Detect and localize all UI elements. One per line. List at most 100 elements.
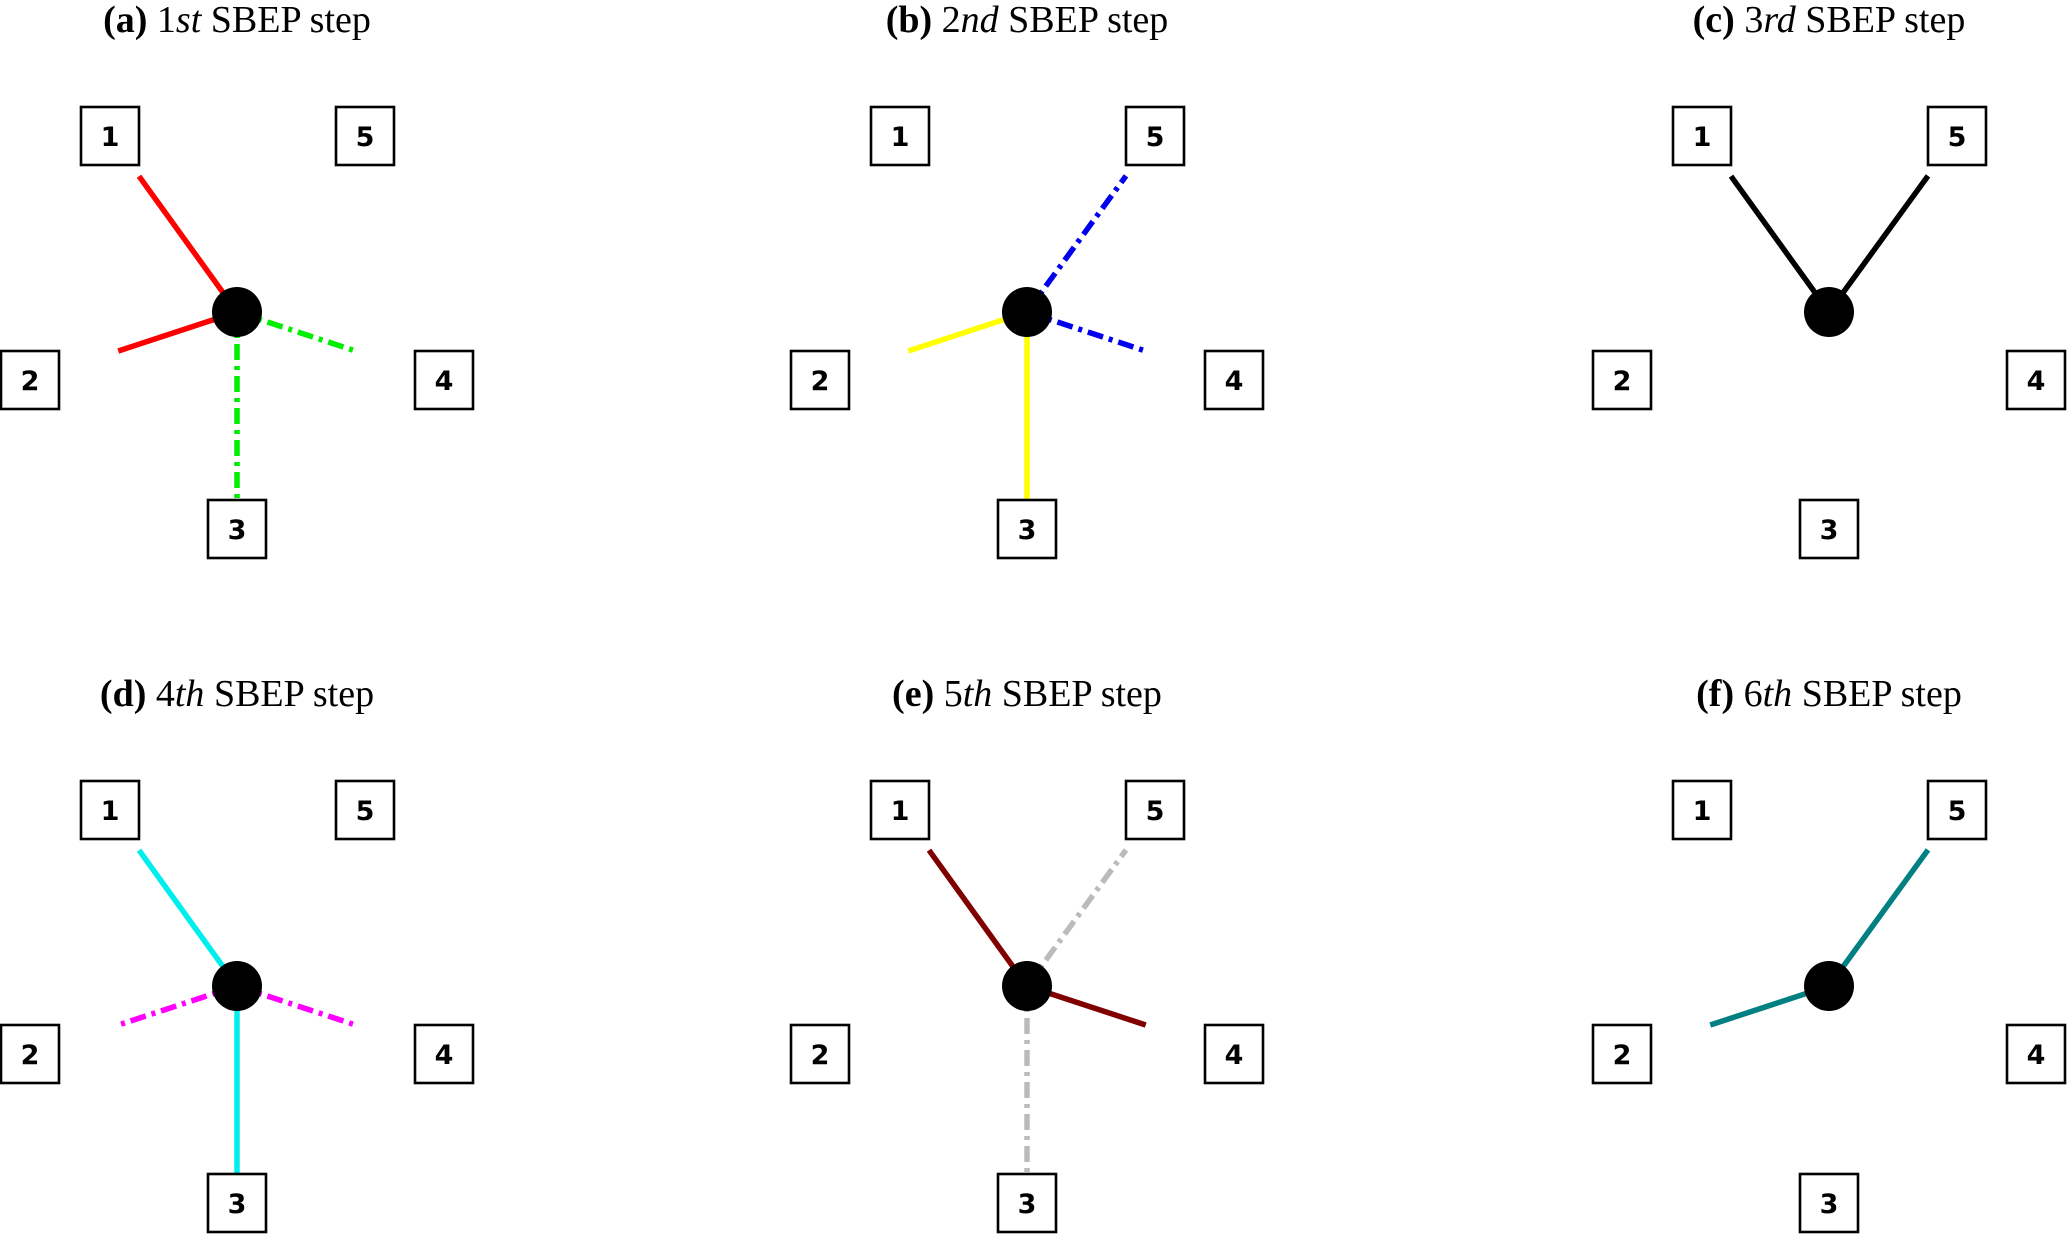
edge-hub-to-node-1: [136, 848, 240, 988]
node-label: 2: [21, 1040, 40, 1071]
node-5: 5: [334, 779, 396, 841]
panel-ordinal: 6th: [1744, 673, 1793, 715]
node-1: 1: [79, 105, 141, 167]
node-label: 2: [1613, 1040, 1632, 1071]
node-box: [789, 1023, 851, 1085]
node-label: 3: [1018, 515, 1037, 546]
node-3: 3: [1798, 1172, 1860, 1234]
edge-hub-to-node-4: [1026, 309, 1147, 354]
edge-hub-to-node-4: [236, 983, 357, 1028]
panel-ordinal: 4th: [156, 673, 205, 715]
node-3: 3: [1798, 498, 1860, 560]
edge-hub-to-node-5: [1826, 848, 1931, 988]
node-box: [996, 1172, 1058, 1234]
node-box: [2005, 1023, 2067, 1085]
panel-ordinal: 2nd: [942, 0, 1000, 41]
node-2: 2: [0, 1023, 61, 1085]
node-box: [996, 498, 1058, 560]
node-box: [1591, 1023, 1653, 1085]
node-label: 4: [1225, 1040, 1244, 1071]
node-2: 2: [0, 349, 61, 411]
node-label: 1: [891, 122, 910, 153]
hub-node: [1804, 961, 1854, 1011]
node-box: [2005, 349, 2067, 411]
node-label: 1: [1693, 796, 1712, 827]
panel-title-text: SBEP step: [1802, 673, 1962, 715]
panel-label: (e): [892, 673, 934, 715]
node-label: 1: [891, 796, 910, 827]
node-box: [1203, 349, 1265, 411]
hub-node: [212, 287, 262, 337]
node-label: 4: [2027, 366, 2046, 397]
hub-node: [1804, 287, 1854, 337]
node-label: 2: [1613, 366, 1632, 397]
node-label: 1: [101, 796, 120, 827]
panel-title-text: SBEP step: [1805, 0, 1965, 41]
panel-title: (b) 2nd SBEP step: [886, 0, 1169, 41]
panel-ordinal: 1st: [157, 0, 203, 41]
node-label: 2: [21, 366, 40, 397]
node-box: [79, 779, 141, 841]
node-label: 5: [1146, 122, 1165, 153]
node-box: [334, 779, 396, 841]
node-2: 2: [789, 1023, 851, 1085]
panel-label: (b): [886, 0, 932, 41]
node-label: 5: [1146, 796, 1165, 827]
panel-title: (d) 4th SBEP step: [100, 673, 374, 715]
node-4: 4: [1203, 1023, 1265, 1085]
edges: [117, 848, 357, 1174]
node-box: [789, 349, 851, 411]
edge-hub-to-node-5: [1826, 174, 1931, 314]
node-label: 4: [2027, 1040, 2046, 1071]
node-box: [1926, 779, 1988, 841]
node-label: 5: [356, 122, 375, 153]
node-box: [0, 1023, 61, 1085]
edge-hub-to-node-4: [236, 309, 357, 354]
node-2: 2: [789, 349, 851, 411]
node-4: 4: [1203, 349, 1265, 411]
edge-hub-to-node-5: [1024, 174, 1129, 314]
panel-ordinal: 5th: [944, 673, 993, 715]
node-label: 4: [435, 366, 454, 397]
node-1: 1: [869, 779, 931, 841]
node-1: 1: [79, 779, 141, 841]
node-label: 1: [101, 122, 120, 153]
node-box: [0, 349, 61, 411]
panel-label: (c): [1693, 0, 1735, 41]
node-label: 1: [1693, 122, 1712, 153]
node-3: 3: [206, 1172, 268, 1234]
node-4: 4: [2005, 349, 2067, 411]
node-box: [1798, 1172, 1860, 1234]
panel-c: (c) 3rd SBEP step 1 2 3 4 5: [1591, 0, 2067, 560]
node-label: 3: [1018, 1189, 1037, 1220]
node-label: 5: [1948, 122, 1967, 153]
node-box: [413, 349, 475, 411]
node-box: [334, 105, 396, 167]
node-label: 3: [1820, 515, 1839, 546]
panel-title-text: SBEP step: [1008, 0, 1168, 41]
panel-label: (f): [1696, 673, 1734, 715]
node-1: 1: [1671, 779, 1733, 841]
node-2: 2: [1591, 349, 1653, 411]
panel-title: (c) 3rd SBEP step: [1693, 0, 1966, 41]
node-box: [206, 1172, 268, 1234]
edge-hub-to-node-1: [926, 848, 1030, 988]
panel-b: (b) 2nd SBEP step 1 2 3 4 5: [789, 0, 1265, 560]
panel-title: (e) 5th SBEP step: [892, 673, 1162, 715]
panel-f: (f) 6th SBEP step 1 2 3 4 5: [1591, 673, 2067, 1234]
node-box: [79, 105, 141, 167]
hub-node: [212, 961, 262, 1011]
node-5: 5: [334, 105, 396, 167]
node-box: [1203, 1023, 1265, 1085]
node-4: 4: [2005, 1023, 2067, 1085]
node-label: 3: [228, 1189, 247, 1220]
panel-ordinal: 3rd: [1744, 0, 1796, 41]
panel-label: (a): [103, 0, 147, 41]
hub-node: [1002, 287, 1052, 337]
edges: [926, 848, 1147, 1174]
node-box: [413, 1023, 475, 1085]
node-label: 4: [1225, 366, 1244, 397]
node-label: 5: [1948, 796, 1967, 827]
